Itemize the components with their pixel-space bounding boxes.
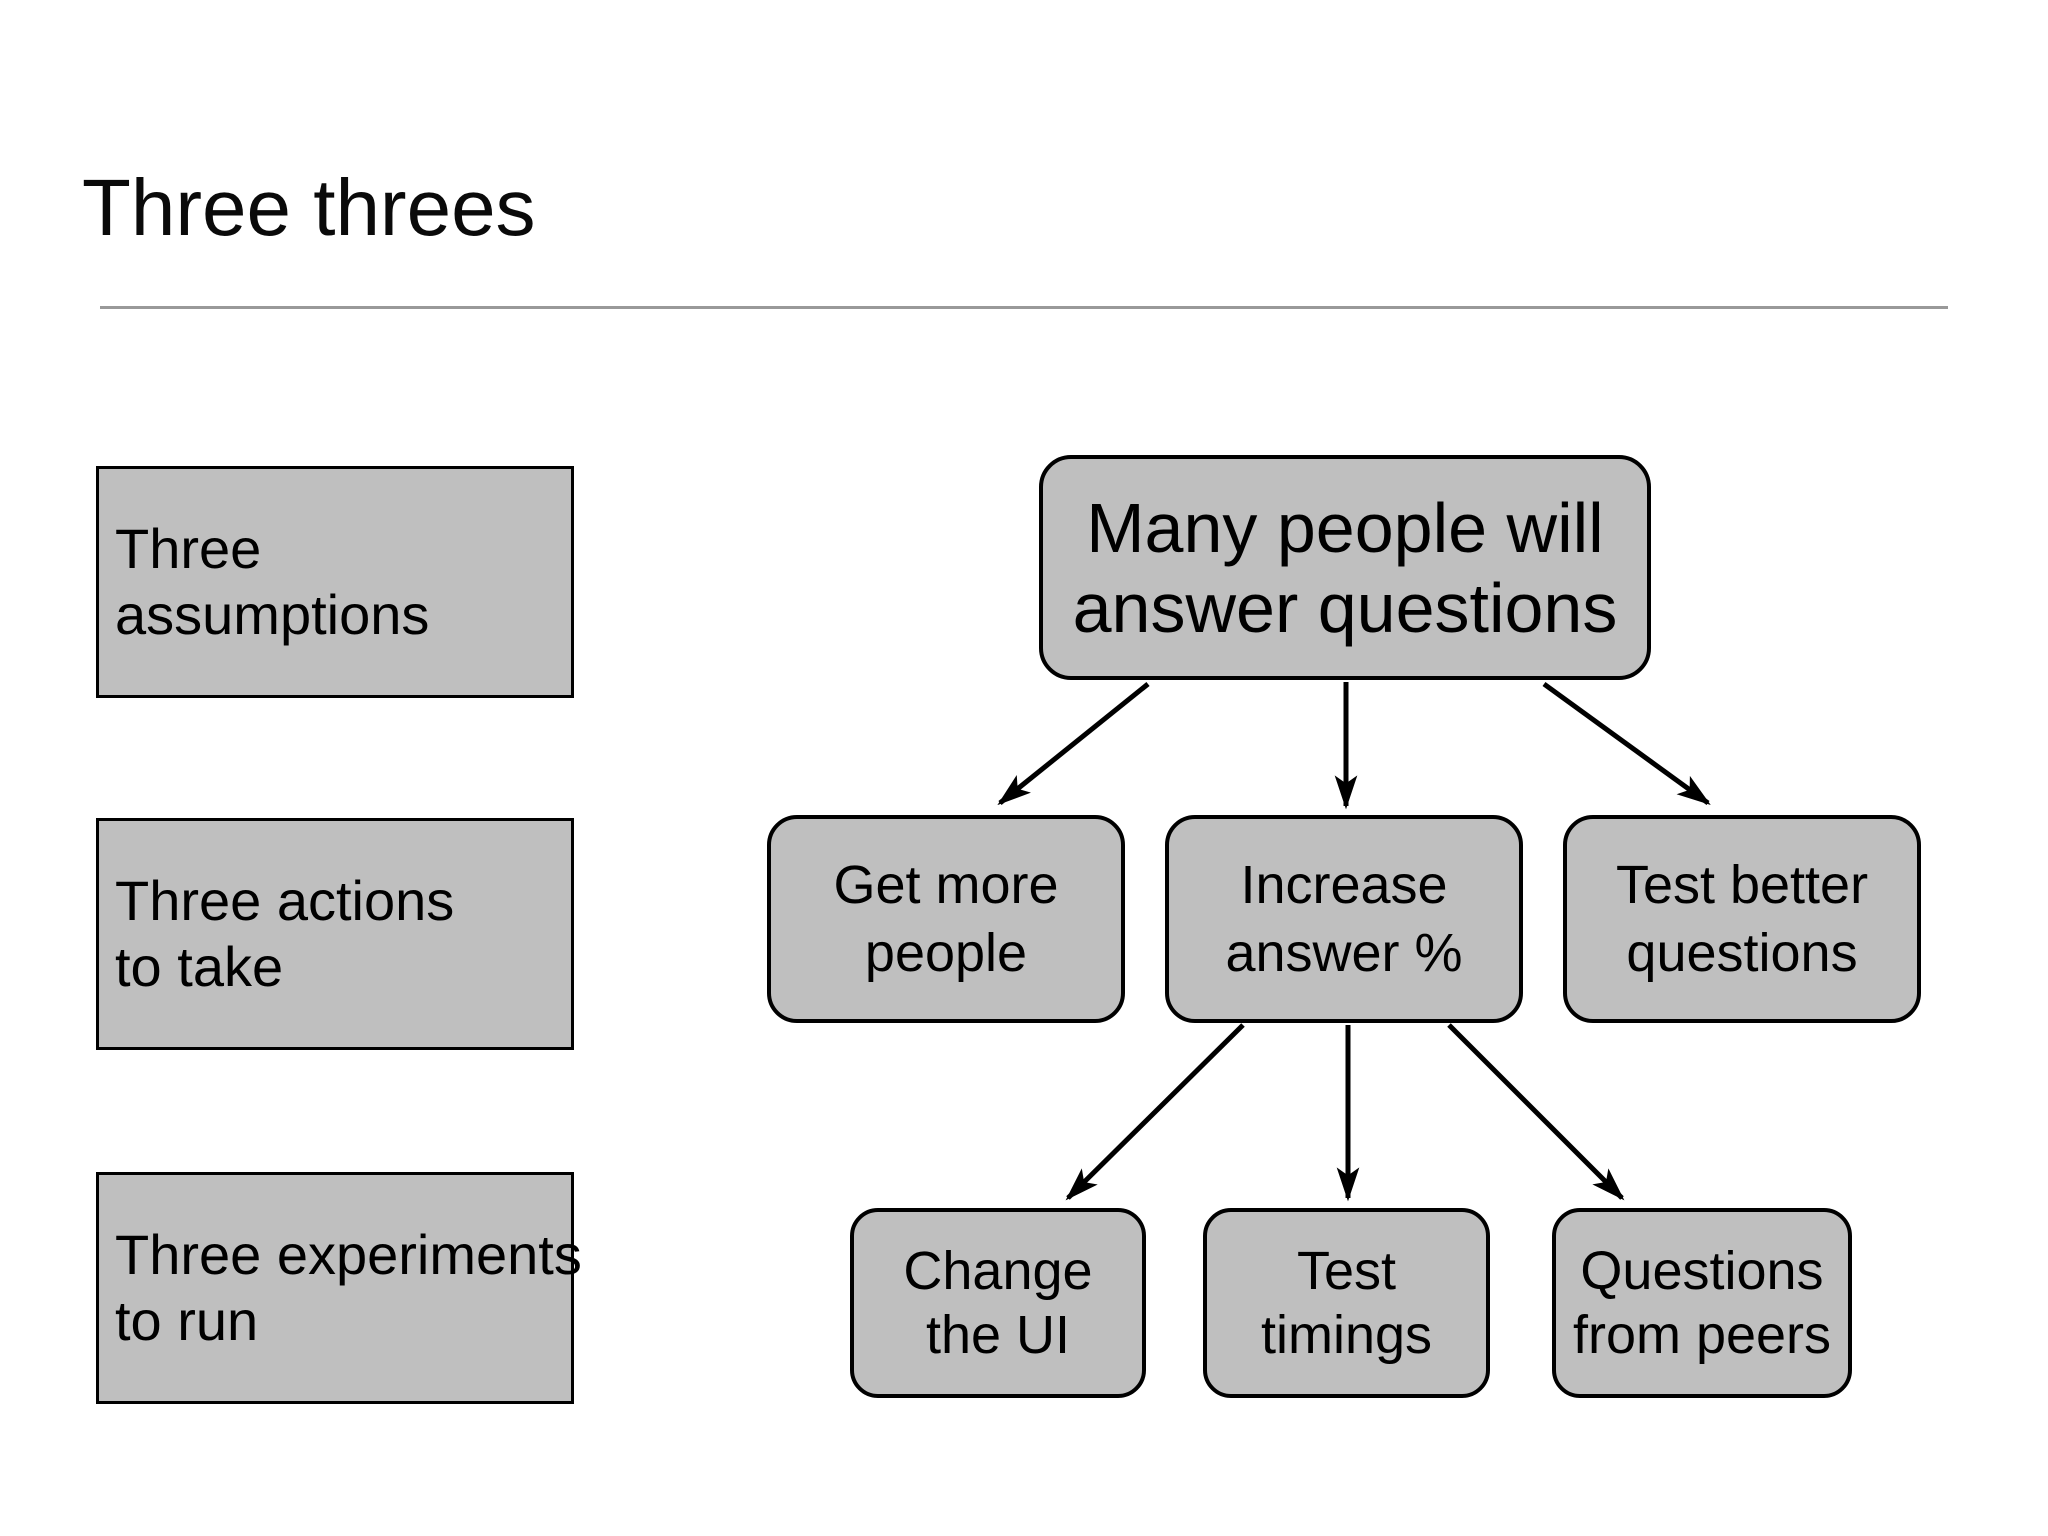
box-label-line: Three experiments <box>115 1223 582 1286</box>
node-label-line: Test better <box>1615 855 1869 915</box>
page-title: Three threes <box>82 163 536 252</box>
arrow-increase-to-change-the-ui <box>1065 1023 1245 1201</box>
box-label-line: to run <box>115 1289 259 1352</box>
title-divider <box>100 306 1948 309</box>
node-label-line: Increase <box>1240 855 1448 915</box>
actions-box: Three actions to take <box>96 818 574 1050</box>
node-label-line: answer questions <box>1072 568 1618 647</box>
box-label-line: Three actions <box>115 869 455 932</box>
box-label-line: Three <box>115 517 262 580</box>
node-label-line: people <box>864 923 1028 983</box>
node-label-line: the UI <box>925 1305 1071 1365</box>
node-label-line: answer % <box>1225 923 1463 983</box>
node-get-more-people: Get more people <box>767 815 1125 1023</box>
box-label-line: assumptions <box>115 583 430 646</box>
experiments-box: Three experiments to run <box>96 1172 582 1404</box>
node-test-better-questions: Test better questions <box>1563 815 1921 1023</box>
arrow-increase-to-questions-from-peers <box>1447 1023 1625 1201</box>
node-label-line: timings <box>1260 1305 1433 1365</box>
box-label-line: to take <box>115 935 284 998</box>
node-label-line: Many people will <box>1086 488 1604 567</box>
node-questions-from-peers: Questions from peers <box>1552 1208 1852 1398</box>
arrow-root-to-test-better-questions <box>1542 681 1711 806</box>
node-label-line: Questions <box>1580 1241 1824 1301</box>
node-change-the-ui: Change the UI <box>850 1208 1146 1398</box>
node-label-line: questions <box>1626 923 1858 983</box>
node-increase-answer-pct: Increase answer % <box>1165 815 1523 1023</box>
node-label-line: Change <box>903 1241 1093 1301</box>
assumptions-box: Three assumptions <box>96 466 574 698</box>
node-test-timings: Test timings <box>1203 1208 1490 1398</box>
arrow-root-to-get-more-people <box>997 682 1150 806</box>
node-label-line: Get more <box>833 855 1059 915</box>
node-label-line: Test <box>1296 1241 1397 1301</box>
node-many-people: Many people will answer questions <box>1039 455 1651 680</box>
node-label-line: from peers <box>1572 1305 1832 1365</box>
